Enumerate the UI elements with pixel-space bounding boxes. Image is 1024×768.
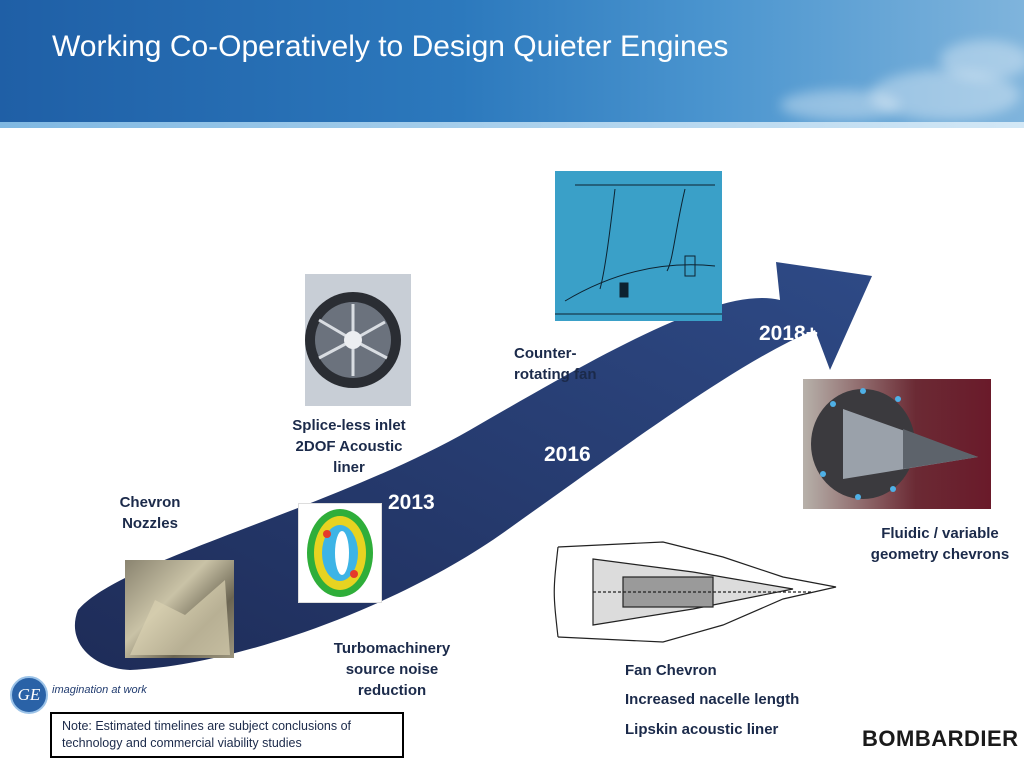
label-splice-less-inlet: Splice-less inlet 2DOF Acoustic liner <box>292 417 406 476</box>
label-lipskin-liner: Lipskin acoustic liner <box>625 721 779 738</box>
engine-cutaway-diagram <box>553 537 838 647</box>
chevron-nozzle-photo <box>125 560 234 658</box>
bombardier-logo: BOMBARDIER <box>862 726 1019 751</box>
label-fluidic-chevrons: Fluidic / variable geometry chevrons <box>870 525 1010 563</box>
ge-tagline: imagination at work <box>52 684 147 696</box>
page-title: Working Co-Operatively to Design Quieter… <box>52 30 729 63</box>
header-banner: Working Co-Operatively to Design Quieter… <box>0 0 1024 128</box>
year-2013: 2013 <box>388 491 435 514</box>
acoustic-liner-plot <box>298 503 382 603</box>
timeline-note: Note: Estimated timelines are subject co… <box>50 712 404 758</box>
year-2016: 2016 <box>544 443 591 466</box>
counter-rotating-fan-diagram <box>555 171 722 321</box>
fluidic-chevron-photo <box>803 379 991 509</box>
label-chevron-nozzles: Chevron Nozzles <box>119 494 181 532</box>
label-counter-rotating-fan: Counter-rotating fan <box>514 345 597 383</box>
ge-logo-icon: GE <box>10 676 48 714</box>
label-nacelle-length: Increased nacelle length <box>625 691 800 708</box>
label-fan-chevron: Fan Chevron <box>625 662 717 679</box>
year-2018-plus: 2018+ <box>759 322 818 345</box>
engine-fan-photo <box>305 274 411 406</box>
label-turbomachinery: Turbomachinery source noise reduction <box>333 640 451 699</box>
